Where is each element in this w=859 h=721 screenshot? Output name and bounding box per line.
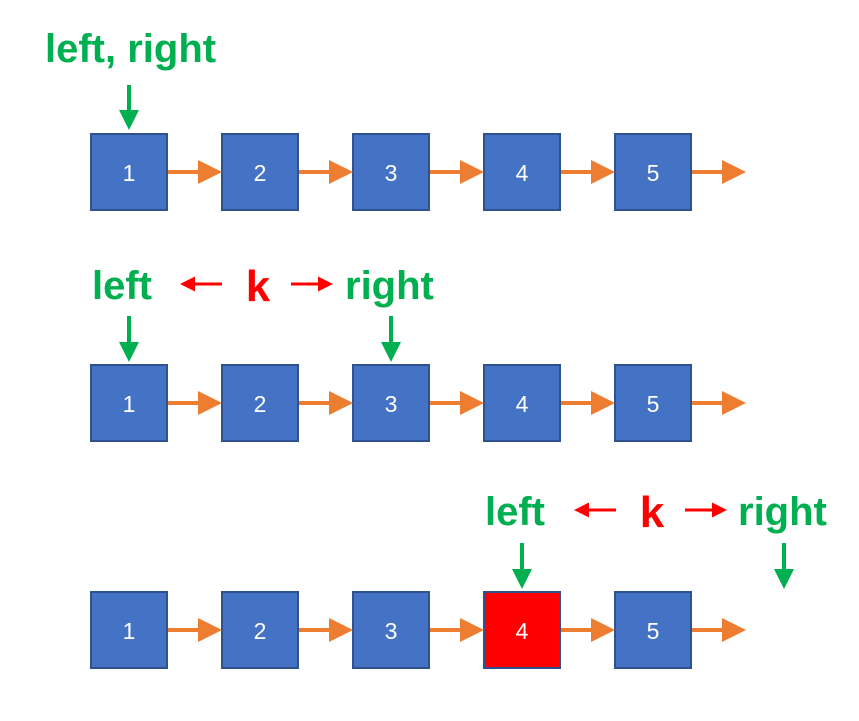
node-value: 2 <box>254 391 267 417</box>
node-value: 5 <box>647 618 660 644</box>
node-box <box>614 364 692 442</box>
node-box <box>221 133 299 211</box>
node-value: 5 <box>647 160 660 186</box>
node-box <box>90 591 168 669</box>
left-pointer-label: left <box>485 490 545 534</box>
list-node: 1 <box>90 133 168 211</box>
node-box <box>352 133 430 211</box>
stage-3: left k right 1 2 3 4 <box>90 488 827 669</box>
k-label: k <box>246 262 271 311</box>
node-value: 1 <box>123 618 136 644</box>
list-node: 5 <box>614 591 692 669</box>
node-value: 4 <box>516 160 529 186</box>
list-node-highlighted: 4 <box>483 591 561 669</box>
node-value: 2 <box>254 160 267 186</box>
node-box <box>352 364 430 442</box>
list-node: 2 <box>221 591 299 669</box>
node-box <box>614 591 692 669</box>
node-value: 4 <box>516 391 529 417</box>
node-value: 1 <box>123 160 136 186</box>
list-node: 3 <box>352 591 430 669</box>
list-stage-1: 1 2 3 4 5 <box>90 133 746 211</box>
node-box <box>90 133 168 211</box>
list-node: 5 <box>614 133 692 211</box>
list-node: 2 <box>221 133 299 211</box>
node-box-highlighted <box>483 591 561 669</box>
node-value: 1 <box>123 391 136 417</box>
left-pointer-label: left <box>92 264 152 308</box>
list-node: 5 <box>614 364 692 442</box>
node-box <box>90 364 168 442</box>
list-node: 2 <box>221 364 299 442</box>
list-node: 1 <box>90 591 168 669</box>
right-pointer-label: right <box>345 264 434 308</box>
list-stage-3: 1 2 3 4 5 <box>90 591 746 669</box>
node-value: 3 <box>385 160 398 186</box>
node-box <box>221 591 299 669</box>
node-box <box>614 133 692 211</box>
node-box <box>221 364 299 442</box>
stage-1: left, right 1 2 3 4 5 <box>45 27 746 211</box>
list-node: 4 <box>483 364 561 442</box>
k-label: k <box>640 488 665 537</box>
node-box <box>352 591 430 669</box>
stage-2: left k right 1 2 3 4 <box>90 262 746 442</box>
list-node: 3 <box>352 364 430 442</box>
list-node: 4 <box>483 133 561 211</box>
right-pointer-label: right <box>738 490 827 534</box>
node-value: 4 <box>516 618 529 644</box>
node-box <box>483 364 561 442</box>
list-node: 1 <box>90 364 168 442</box>
left-right-pointer-label: left, right <box>45 27 216 71</box>
list-stage-2: 1 2 3 4 5 <box>90 364 746 442</box>
node-box <box>483 133 561 211</box>
node-value: 3 <box>385 618 398 644</box>
node-value: 2 <box>254 618 267 644</box>
list-node: 3 <box>352 133 430 211</box>
node-value: 5 <box>647 391 660 417</box>
node-value: 3 <box>385 391 398 417</box>
